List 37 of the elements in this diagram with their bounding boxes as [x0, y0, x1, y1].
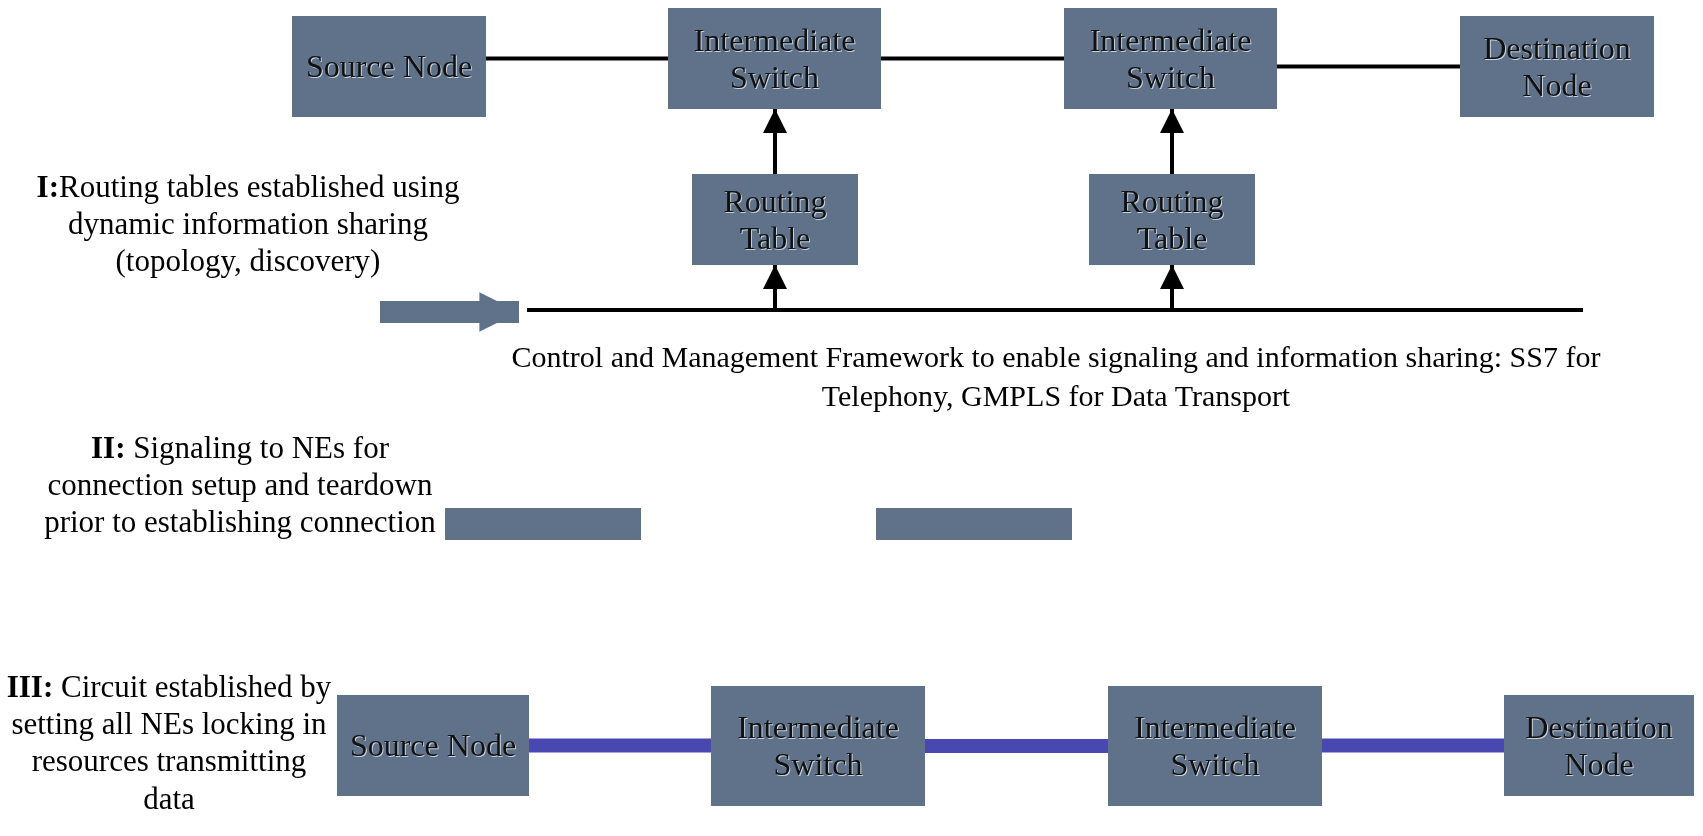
- node-label: Routing Table: [722, 182, 828, 257]
- network-node-box: [711, 686, 925, 806]
- node-label: Destination Node: [1482, 29, 1632, 104]
- network-node-box: [1064, 8, 1277, 109]
- node-label: Intermediate Switch: [1088, 21, 1253, 96]
- connector-line: [1322, 738, 1504, 753]
- arrow: [1160, 109, 1184, 174]
- connector-line: [925, 739, 1108, 753]
- network-node-box: [692, 174, 858, 265]
- step-description: II: Signaling to NEs for connection setup and teardown prior to establishing connection: [43, 429, 437, 541]
- arrow: [763, 265, 787, 308]
- arrow: [763, 109, 787, 174]
- node-label: Routing Table: [1119, 182, 1225, 257]
- node-label: Source Node: [349, 727, 517, 764]
- caption-text: Control and Management Framework to enable signaling and information sharing: SS7 for Telephony, GMPLS for Data Transport: [510, 339, 1602, 414]
- node-label: Intermediate Switch: [736, 709, 900, 783]
- step-description: III: Circuit established by setting all NEs locking in resources transmitting data: [5, 668, 333, 817]
- connector-line: [529, 738, 711, 753]
- connector-line: [1277, 64, 1460, 69]
- network-node-box: [337, 695, 529, 796]
- network-node-box: [292, 16, 486, 117]
- node-label: Intermediate Switch: [1133, 709, 1297, 783]
- step-description: I:Routing tables established using dynamic information sharing (topology, discovery): [35, 168, 461, 280]
- signaling-bar: [445, 508, 641, 540]
- connector-line: [881, 56, 1064, 61]
- node-label: Source Node: [305, 48, 473, 85]
- signaling-bar: [876, 508, 1072, 540]
- connector-line: [486, 56, 668, 61]
- network-node-box: [1089, 174, 1255, 265]
- arrow: [1160, 265, 1184, 308]
- network-node-box: [1504, 695, 1694, 796]
- network-node-box: [1460, 16, 1654, 117]
- network-node-box: [1108, 686, 1322, 806]
- node-label: Destination Node: [1524, 708, 1674, 783]
- block-arrow: [380, 292, 519, 332]
- network-node-box: [668, 8, 881, 109]
- node-label: Intermediate Switch: [692, 21, 857, 96]
